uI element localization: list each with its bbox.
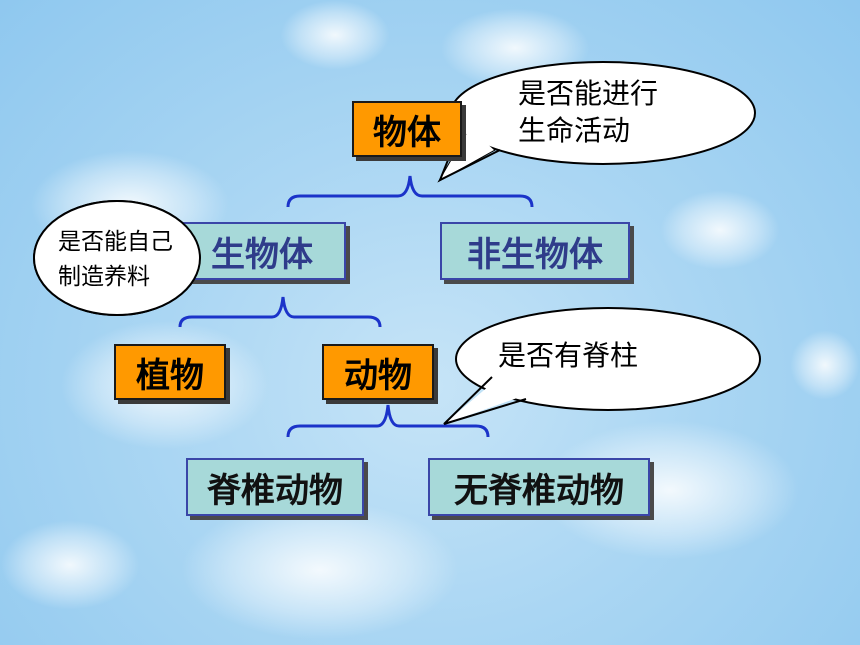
node-animal: 动物 bbox=[322, 344, 434, 400]
node-nonliving: 非生物体 bbox=[440, 222, 630, 280]
bubble-life-activity-line2: 生命活动 bbox=[518, 114, 631, 147]
background-cloud bbox=[0, 520, 140, 610]
bubble-life-activity-line1: 是否能进行 bbox=[518, 77, 659, 110]
background-cloud bbox=[280, 0, 390, 70]
node-vertebrate: 脊椎动物 bbox=[186, 458, 364, 516]
background-cloud bbox=[790, 330, 860, 400]
background-cloud bbox=[180, 500, 460, 640]
brace-living bbox=[178, 296, 382, 328]
node-living: 生物体 bbox=[178, 222, 346, 280]
node-plant: 植物 bbox=[114, 344, 226, 400]
bubble-make-nutrients-line1: 是否能自己 bbox=[58, 229, 173, 255]
speech-bubble-spine bbox=[455, 307, 761, 411]
node-invertebrate: 无脊椎动物 bbox=[428, 458, 650, 516]
bubble-spine-line1: 是否有脊柱 bbox=[498, 339, 639, 372]
background-cloud bbox=[660, 190, 780, 270]
bubble-make-nutrients-line2: 制造养料 bbox=[58, 264, 150, 290]
node-object: 物体 bbox=[352, 101, 462, 157]
brace-animal bbox=[286, 404, 490, 438]
brace-object bbox=[286, 175, 534, 208]
